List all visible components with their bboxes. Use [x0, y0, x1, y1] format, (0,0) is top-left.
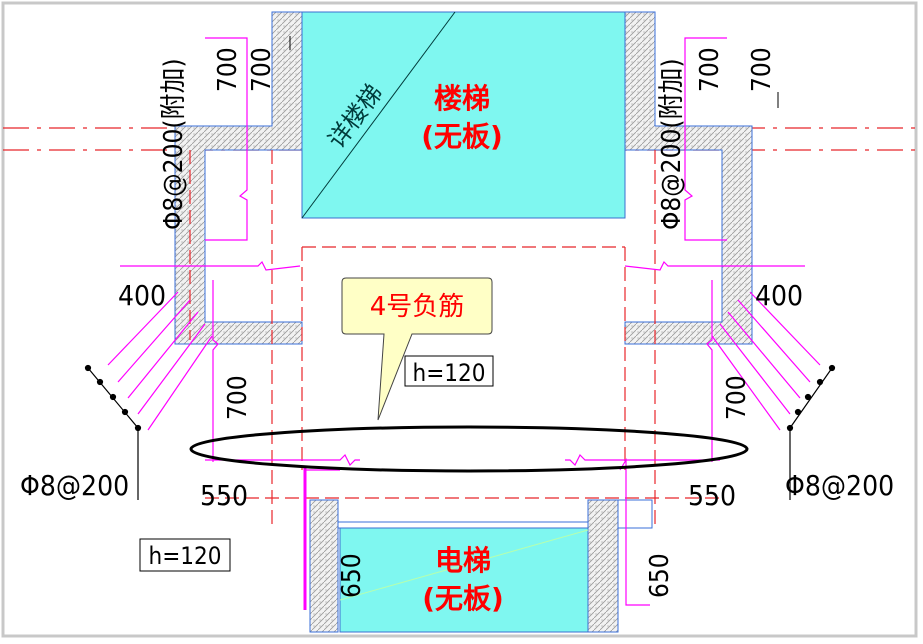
dim-right-700-b: 700: [747, 47, 777, 92]
elevator-shaft: [339, 527, 589, 633]
callout-bubble: [341, 277, 493, 421]
dim-right-700-a: 700: [695, 47, 725, 92]
rebar-right-vertical: Φ8@200(附加): [657, 58, 687, 230]
rebar-lines: [107, 37, 821, 610]
rebar-left-bottom: Φ8@200: [20, 469, 129, 502]
h-label-bottom: h=120: [149, 542, 222, 570]
stair-well: [301, 11, 626, 219]
dim-right-700-c: 700: [722, 375, 752, 420]
dim-left-700-a: 700: [213, 47, 243, 92]
elevator-subtitle: (无板): [422, 582, 504, 615]
rebar-leaders: [84, 364, 836, 500]
dim-right-550: 550: [688, 479, 736, 512]
dim-left-650: 650: [337, 553, 367, 598]
dim-left-700-b: 700: [247, 47, 277, 92]
dim-left-550: 550: [200, 479, 248, 512]
highlight-ellipse: [189, 425, 749, 473]
dim-right-400: 400: [755, 279, 803, 312]
elevator-diagonal: [339, 529, 589, 601]
dim-right-650: 650: [645, 553, 675, 598]
callout-text: 4号负筋: [370, 292, 465, 322]
elevator-title: 电梯: [435, 544, 491, 577]
stair-subtitle: (无板): [421, 120, 503, 153]
h-label-bottom-box: [139, 538, 231, 572]
walls: [174, 11, 753, 633]
dim-left-700-c: 700: [223, 375, 253, 420]
rebar-left-vertical: Φ8@200(附加): [159, 58, 189, 230]
dim-left-400: 400: [118, 279, 166, 312]
dimension-ticks: [289, 36, 779, 108]
rebar-right-bottom: Φ8@200: [785, 469, 894, 502]
axis-lines: [3, 127, 916, 151]
h-label-top: h=120: [413, 359, 486, 387]
stair-diagonal: [301, 11, 456, 219]
stair-title: 楼梯: [434, 82, 490, 115]
h-label-top-box: [404, 355, 494, 387]
